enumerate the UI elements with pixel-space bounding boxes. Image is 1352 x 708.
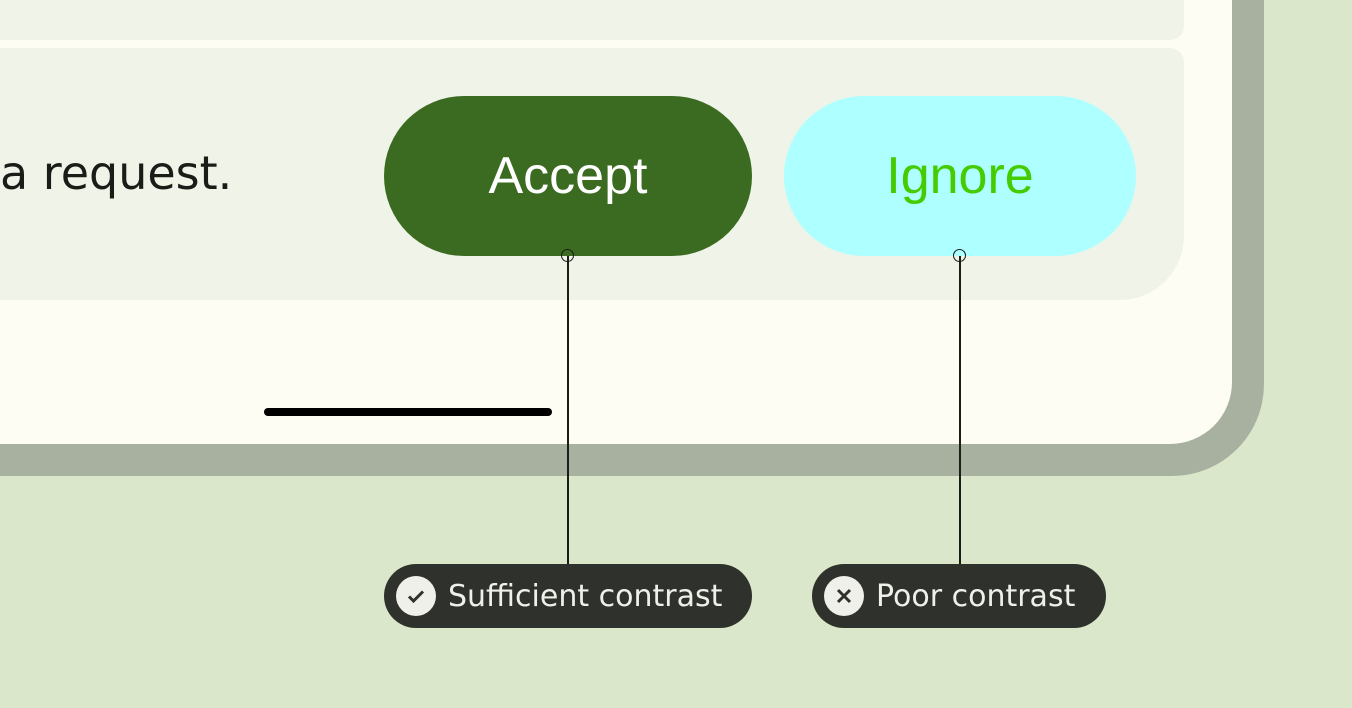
annotation-sufficient-contrast: Sufficient contrast: [384, 564, 752, 628]
accept-button[interactable]: Accept: [384, 96, 752, 256]
annotation-label: Sufficient contrast: [448, 578, 723, 614]
x-circle-icon: [824, 576, 864, 616]
card-top: [0, 0, 1184, 40]
annotation-dot: [561, 249, 574, 262]
annotation-poor-contrast: Poor contrast: [812, 564, 1106, 628]
ignore-button[interactable]: Ignore: [784, 96, 1136, 256]
request-message: a request.: [0, 146, 233, 200]
annotation-dot: [953, 249, 966, 262]
annotation-label: Poor contrast: [876, 578, 1076, 614]
annotation-line: [567, 256, 569, 564]
home-indicator: [264, 408, 552, 416]
check-circle-icon: [396, 576, 436, 616]
annotation-line: [959, 256, 961, 564]
